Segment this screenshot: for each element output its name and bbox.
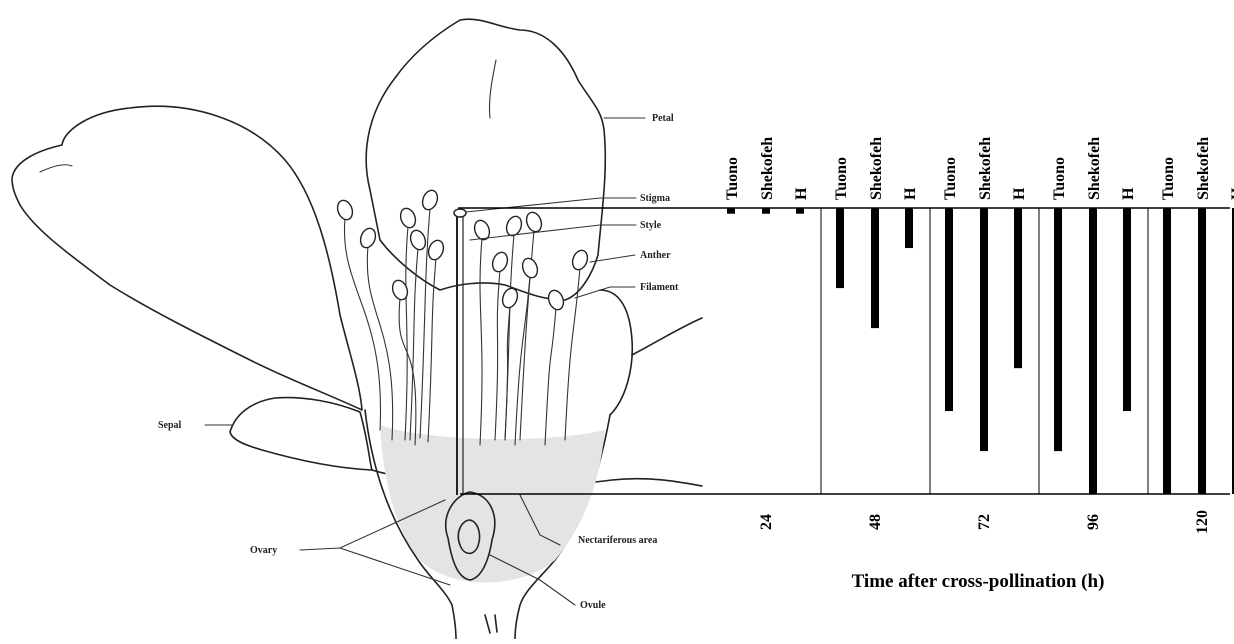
left-petal-fold (40, 165, 72, 172)
label-anther: Anther (640, 250, 671, 261)
label-ovary: Ovary (250, 545, 277, 556)
right-petal-tip (632, 318, 702, 355)
label-style: Style (640, 220, 662, 231)
anther (570, 248, 590, 272)
bar-h-48h (905, 208, 913, 248)
anther (520, 256, 540, 280)
series-label-h: H (1011, 187, 1028, 200)
right-petal-outline (600, 290, 632, 415)
pedicel-marks (485, 615, 497, 633)
series-label-h: H (793, 187, 810, 200)
label-sepal: Sepal (158, 420, 182, 431)
tick-label-120: 120 (1194, 510, 1211, 534)
style-leader (470, 225, 636, 240)
filament-leader (575, 287, 635, 298)
bar-h-72h (1014, 208, 1022, 368)
nectariferous-area-shading (380, 425, 605, 583)
bar-tuono-48h (836, 208, 844, 288)
bar-shekofeh-72h (980, 208, 988, 451)
series-label-shekofeh: Shekofeh (868, 137, 885, 200)
series-label-shekofeh: Shekofeh (759, 137, 776, 200)
bars (727, 208, 1234, 494)
filament (480, 238, 482, 445)
stigma-head (454, 209, 466, 217)
bar-shekofeh-24h (762, 208, 770, 214)
tick-label-96: 96 (1085, 514, 1102, 530)
anther (390, 278, 410, 302)
stigma-leader (466, 198, 636, 212)
series-label-tuono: Tuono (1160, 157, 1177, 200)
anther (426, 238, 446, 262)
filament (515, 276, 530, 445)
bar-tuono-120h (1163, 208, 1171, 494)
series-label-tuono: Tuono (724, 157, 741, 200)
tick-label-48: 48 (867, 514, 884, 530)
tick-label-24: 24 (758, 514, 775, 530)
filament (405, 226, 408, 440)
label-nectariferous: Nectariferous area (578, 535, 657, 546)
label-ovule: Ovule (580, 600, 606, 611)
bar-h-24h (796, 208, 804, 214)
left-petal-outline (12, 106, 362, 410)
sepal-outline (230, 398, 372, 470)
anther (546, 288, 566, 312)
label-petal: Petal (652, 113, 674, 124)
anther (490, 250, 510, 274)
series-label-tuono: Tuono (942, 157, 959, 200)
tick-label-72: 72 (976, 514, 993, 530)
bar-shekofeh-48h (871, 208, 879, 328)
label-stigma: Stigma (640, 193, 670, 204)
bar-shekofeh-120h (1198, 208, 1206, 494)
anther (420, 188, 440, 212)
filament (344, 218, 380, 430)
time-tick-labels: 24 48 72 96 120 (758, 510, 1211, 534)
filament (495, 270, 500, 440)
filament (565, 268, 580, 440)
label-filament: Filament (640, 282, 679, 293)
bar-tuono-72h (945, 208, 953, 411)
series-label-shekofeh: Shekofeh (1195, 137, 1212, 200)
filament (410, 248, 418, 440)
central-petal-outline (366, 19, 605, 300)
bar-tuono-24h (727, 208, 735, 214)
series-label-tuono: Tuono (1051, 157, 1068, 200)
series-label-tuono: Tuono (833, 157, 850, 200)
series-label-h: H (1229, 187, 1234, 200)
anther (524, 210, 544, 234)
series-label-h: H (902, 187, 919, 200)
petal-vein (489, 60, 496, 118)
bar-tuono-96h (1054, 208, 1062, 451)
anther (358, 226, 378, 250)
series-label-shekofeh: Shekofeh (1086, 137, 1103, 200)
anther (335, 198, 355, 222)
flower-illustration: Petal Stigma Style Anther Filament Sepal… (12, 19, 702, 639)
series-label-h: H (1120, 187, 1137, 200)
x-axis-title: Time after cross-pollination (h) (852, 571, 1105, 592)
anther (408, 228, 428, 252)
bar-shekofeh-96h (1089, 208, 1097, 494)
series-label-shekofeh: Shekofeh (977, 137, 994, 200)
bar-h-96h (1123, 208, 1131, 411)
filament (545, 308, 556, 445)
anther (398, 206, 418, 230)
